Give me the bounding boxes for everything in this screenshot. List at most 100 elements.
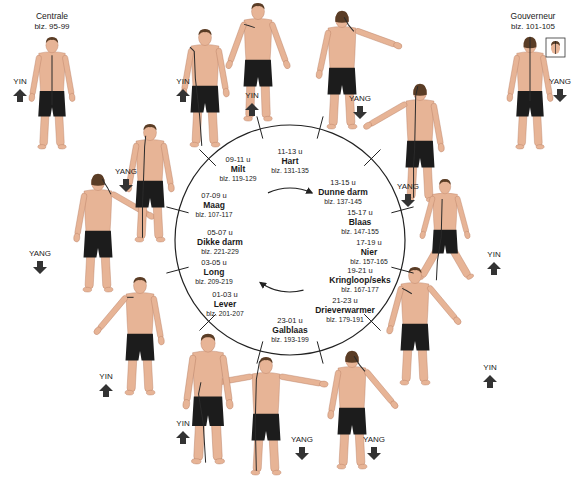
clock-sector: 07-09 uMaagblz. 107-117 [177,191,251,219]
clock-sector: 11-13 uHartblz. 131-135 [253,147,327,175]
page-ref: blz. 209-219 [177,278,251,286]
meridian-line [414,86,418,198]
polarity-arrow [353,106,367,119]
meridian-line [436,199,442,280]
page-ref: blz. 107-117 [177,211,251,219]
organ-name: Galblaas [253,325,327,335]
polarity-label: YANG [29,250,51,259]
page-ref: blz. 179-191 [308,316,382,324]
organ-name: Maag [177,200,251,210]
polarity-arrow [487,262,501,275]
human-figure [180,29,230,147]
meridian-line [354,356,365,371]
human-figure [93,277,165,395]
clock-sector: 13-15 uDunne darmblz. 137-145 [306,178,380,206]
clock-sector: 21-23 uDrieverwarmerblz. 179-191 [308,296,382,324]
yin-yang-arrows [13,89,567,460]
sector-time: 07-09 u [177,191,251,200]
polarity-label: YIN [13,78,26,87]
polarity-arrow [33,261,47,274]
polarity-arrow [119,179,133,192]
page-ref: blz. 119-129 [201,175,275,183]
polarity-label: YIN [487,251,500,260]
page-ref: blz. 137-145 [306,198,380,206]
sector-time: 23-01 u [253,316,327,325]
clock-circle [175,125,405,355]
page-ref: blz. 201-207 [188,310,262,318]
page-ref: blz. 147-155 [323,228,397,236]
human-figure [125,124,175,242]
meridian-line [199,382,206,462]
polarity-label: YANG [115,168,137,177]
sector-time: 09-11 u [201,155,275,164]
polarity-label: YANG [363,436,385,445]
polarity-arrow [245,103,259,116]
clock-sector: 17-19 uNierblz. 157-165 [332,238,406,266]
meridian-line [142,136,145,238]
meridian-line [190,47,202,146]
sector-time: 15-17 u [323,208,397,217]
human-figure [386,267,463,385]
polarity-label: YANG [549,78,571,87]
polarity-arrow [176,89,190,102]
polarity-label: YIN [176,78,189,87]
sector-time: 21-23 u [308,296,382,305]
polarity-label: YANG [349,95,371,104]
polarity-arrow [367,447,381,460]
human-figure [225,3,291,121]
organ-name: Drieverwarmer [308,305,382,315]
polarity-label: YIN [483,364,496,373]
meridian-line [402,288,412,293]
clock-sector: 01-03 uLeverblz. 201-207 [188,290,262,318]
polarity-arrow [13,89,27,102]
meridian-line [244,24,255,27]
polarity-arrow [483,375,497,388]
organ-name: Long [177,267,251,277]
clock-sector: 19-21 uKringloop/seksblz. 167-177 [323,266,397,294]
meridian-line [529,37,530,101]
clock-sector: 09-11 uMiltblz. 119-129 [201,155,275,183]
sector-time: 05-07 u [183,228,257,237]
figures [28,3,553,475]
human-figure [28,37,75,149]
organ-name: Hart [253,156,327,166]
polarity-label: YIN [176,420,189,429]
clock-sector: 03-05 uLongblz. 209-219 [177,258,251,286]
polarity-arrow [553,89,567,102]
meridian-line [102,179,111,194]
clock-sector: 23-01 uGalblaasblz. 193-199 [253,316,327,344]
meridian-line [255,361,259,470]
sector-time: 03-05 u [177,258,251,267]
meridian-line [344,17,354,31]
cycle-arrow [268,188,312,193]
page-ref: blz. 221-229 [183,248,257,256]
organ-name: Dunne darm [306,187,380,197]
polarity-label: YIN [99,373,112,382]
sector-time: 01-03 u [188,290,262,299]
caption-label: Gouverneur [511,12,556,21]
meridian-line [127,297,133,298]
clock-face [166,116,413,363]
human-figure [327,351,399,470]
human-figure [182,334,233,464]
polarity-label: YANG [397,183,419,192]
cycle-arrow [260,283,303,292]
clock-sector: 15-17 uBlaasblz. 147-155 [323,208,397,236]
polarity-label: YANG [291,436,313,445]
organ-name: Lever [188,299,262,309]
sector-time: 19-21 u [323,266,397,275]
caption-label: blz. 95-99 [34,23,69,32]
organ-name: Blaas [323,217,397,227]
clock-sector: 05-07 uDikke darmblz. 221-229 [183,228,257,256]
human-figure [416,179,475,281]
polarity-arrow [295,447,309,460]
organ-name: Nier [332,247,406,257]
polarity-arrow [176,431,190,444]
polarity-label: YIN [245,92,258,101]
polarity-arrow [99,384,113,397]
page-ref: blz. 157-165 [332,258,406,266]
page-ref: blz. 167-177 [323,286,397,294]
page-ref: blz. 131-135 [253,167,327,175]
